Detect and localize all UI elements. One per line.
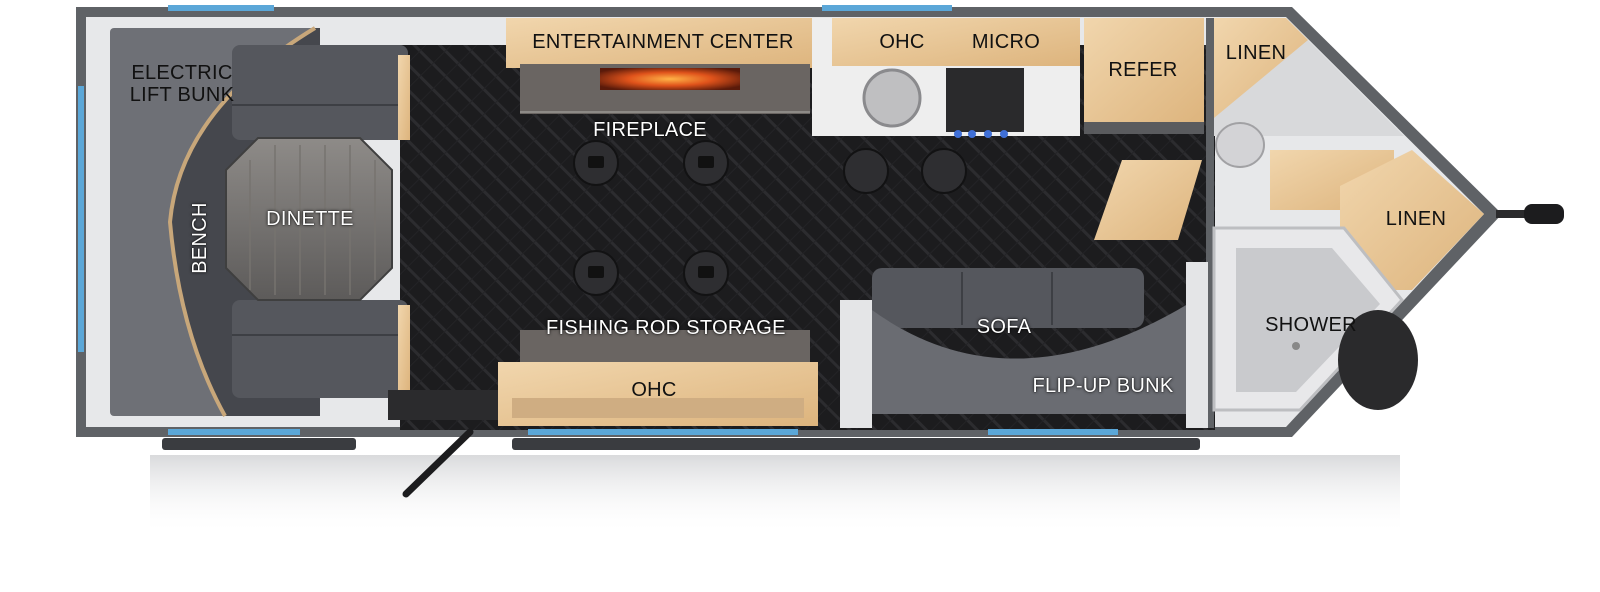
sofa-wall (840, 300, 872, 428)
seat-wood-trim (398, 305, 410, 390)
seat-wood-trim (398, 55, 410, 140)
bunk-divider (1186, 262, 1208, 428)
entry-step (388, 390, 498, 420)
label-refer: REFER (1108, 59, 1178, 81)
sofa-back (872, 268, 1144, 328)
flip-up-bunk (872, 304, 1188, 414)
refrigerator (1084, 18, 1204, 124)
linen-right-cabinet (1340, 150, 1484, 290)
ohc-micro-cabinet (832, 18, 1080, 66)
linen-top-cabinet (1214, 18, 1308, 118)
hitch-coupler (1524, 204, 1564, 224)
stools (573, 140, 967, 296)
shower-pan (1236, 248, 1380, 392)
awning-rail-right (512, 438, 1200, 450)
label-flip-up-bunk: FLIP-UP BUNK (1032, 375, 1174, 397)
label-ohc-top: OHC (879, 31, 925, 53)
label-micro: MICRO (971, 31, 1041, 53)
fireplace-flame (600, 68, 740, 90)
fold-table (1094, 160, 1202, 240)
table-grain (249, 145, 376, 295)
hitch-tongue (1496, 210, 1528, 218)
burners (954, 130, 1008, 138)
label-dinette: DINETTE (266, 208, 354, 230)
refer-base (1084, 122, 1204, 134)
entertainment-center (506, 18, 822, 68)
stool-tops (588, 156, 714, 278)
sink-bowl (862, 68, 922, 128)
label-bench: BENCH (189, 202, 211, 274)
toilet (1215, 122, 1265, 168)
dinette-seat-top (232, 45, 408, 140)
label-fireplace: FIREPLACE (593, 119, 707, 141)
spare-tire (1338, 310, 1418, 410)
label-shower: SHOWER (1265, 314, 1357, 336)
shower-drain (1292, 342, 1300, 350)
ohc-bottom-shade (512, 398, 804, 418)
awning-rail-left (162, 438, 356, 450)
label-electric-lift-bunk: ELECTRIC LIFT BUNK (129, 62, 235, 106)
label-fishing-rod-storage: FISHING ROD STORAGE (546, 317, 786, 339)
entry-door (402, 428, 474, 498)
label-ohc-bottom: OHC (631, 379, 677, 401)
dinette-seat-bottom (232, 300, 408, 398)
bath-wall (1206, 18, 1214, 428)
fishing-rod-storage (520, 330, 810, 366)
label-linen-right: LINEN (1385, 208, 1447, 230)
range (946, 68, 1024, 132)
label-sofa: SOFA (976, 316, 1032, 338)
label-linen-top: LINEN (1225, 42, 1287, 64)
ground-shadow (150, 455, 1400, 535)
label-entertainment-center: ENTERTAINMENT CENTER (532, 31, 794, 53)
windows (78, 5, 1118, 435)
